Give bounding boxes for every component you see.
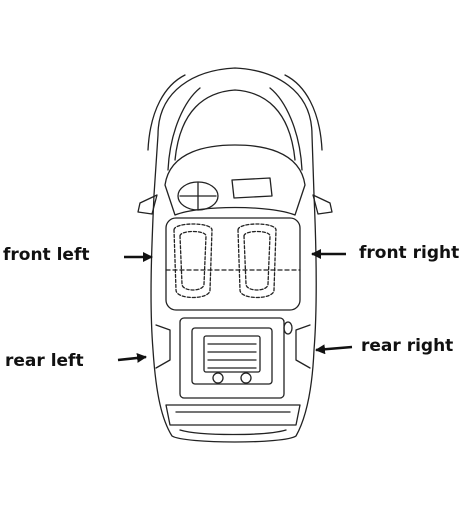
windshield bbox=[164, 144, 306, 216]
label-rear-right: rear right bbox=[361, 336, 454, 356]
seat-left bbox=[173, 223, 213, 299]
engine-bay bbox=[179, 317, 285, 399]
car-body-outline bbox=[150, 67, 317, 443]
arrow-rear-right bbox=[315, 344, 353, 355]
mirror-right bbox=[312, 194, 333, 215]
hood-line bbox=[174, 89, 296, 161]
cabin bbox=[165, 217, 301, 311]
label-front-left: front left bbox=[3, 245, 90, 265]
label-rear-left: rear left bbox=[5, 351, 84, 371]
fuel-cap bbox=[283, 321, 293, 335]
seat-right bbox=[237, 223, 277, 299]
label-front-right: front right bbox=[359, 243, 460, 263]
arrow-rear-left bbox=[117, 352, 147, 363]
mirror-left bbox=[137, 194, 158, 215]
rear-bumper bbox=[165, 404, 301, 426]
